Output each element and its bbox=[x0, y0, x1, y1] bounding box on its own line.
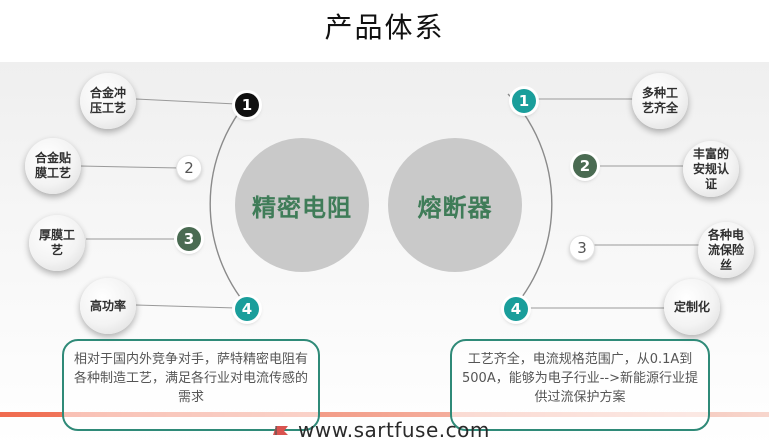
left-feature-1-label: 合金冲压工艺 bbox=[89, 86, 126, 115]
left-feature-3: 厚膜工艺 bbox=[29, 215, 85, 271]
right-step-2-marker: 2 bbox=[573, 154, 597, 178]
fuse-circle: 熔断器 bbox=[388, 138, 522, 272]
left-feature-4: 高功率 bbox=[80, 278, 136, 334]
fuse-label: 熔断器 bbox=[417, 193, 493, 222]
right-feature-2: 丰富的安规认证 bbox=[683, 141, 739, 197]
right-step-1-marker: 1 bbox=[512, 89, 536, 113]
left-feature-2: 合金贴膜工艺 bbox=[25, 138, 81, 194]
right-feature-3-label: 各种电流保险丝 bbox=[707, 227, 744, 272]
page-title: 产品体系 bbox=[324, 11, 445, 44]
left-connector-4 bbox=[135, 304, 237, 309]
right-step-4-marker: 4 bbox=[504, 297, 528, 321]
left-feature-2-label: 合金贴膜工艺 bbox=[34, 151, 71, 180]
right-step-3-marker: 3 bbox=[570, 236, 594, 260]
right-feature-2-label: 丰富的安规认证 bbox=[692, 146, 729, 191]
right-feature-1-label: 多种工艺齐全 bbox=[641, 86, 678, 115]
left-feature-3-label: 厚膜工艺 bbox=[38, 228, 75, 257]
flag-logo-icon bbox=[273, 426, 288, 435]
left-feature-1: 合金冲压工艺 bbox=[80, 73, 136, 129]
bottom-accent-bar bbox=[0, 412, 769, 417]
left-step-3-marker: 3 bbox=[177, 227, 201, 251]
precision-resistor-circle: 精密电阻 bbox=[235, 138, 369, 272]
right-feature-1: 多种工艺齐全 bbox=[632, 73, 688, 129]
website-link[interactable]: www.sartfuse.com bbox=[298, 418, 490, 442]
left-arc bbox=[209, 93, 255, 315]
left-feature-4-label: 高功率 bbox=[89, 298, 126, 313]
left-connector-1 bbox=[135, 98, 237, 105]
right-feature-4: 定制化 bbox=[664, 279, 720, 335]
right-feature-4-label: 定制化 bbox=[673, 299, 710, 314]
fuse-description-text: 工艺齐全，电流规格范围广，从0.1A到500A，能够为电子行业-->新能源行业提… bbox=[462, 352, 698, 405]
left-connector-2 bbox=[79, 165, 181, 169]
precision-resistor-label: 精密电阻 bbox=[252, 193, 352, 222]
fuse-description-box: 工艺齐全，电流规格范围广，从0.1A到500A，能够为电子行业-->新能源行业提… bbox=[450, 339, 710, 431]
right-arc bbox=[507, 93, 553, 315]
resistor-description-box: 相对于国内外竞争对手，萨特精密电阻有各种制造工艺，满足各行业对电流传感的需求 bbox=[62, 339, 320, 431]
resistor-description-text: 相对于国内外竞争对手，萨特精密电阻有各种制造工艺，满足各行业对电流传感的需求 bbox=[74, 352, 309, 405]
left-step-1-marker: 1 bbox=[235, 93, 259, 117]
left-step-2-marker: 2 bbox=[177, 156, 201, 180]
right-feature-3: 各种电流保险丝 bbox=[698, 222, 754, 278]
left-step-4-marker: 4 bbox=[235, 297, 259, 321]
